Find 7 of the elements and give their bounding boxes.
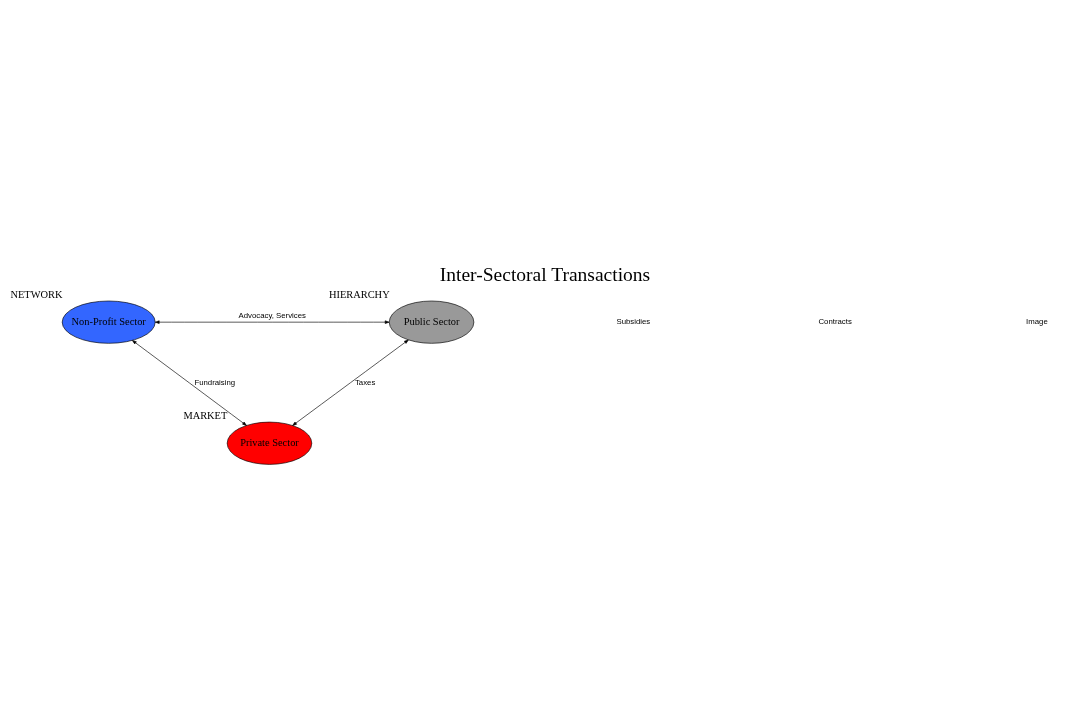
arrow — [154, 319, 390, 324]
arrow — [132, 339, 247, 426]
node-label: MARKET — [183, 409, 228, 421]
node-label: HIERARCHY — [328, 288, 390, 300]
node-label: NETWORK — [10, 288, 63, 300]
diagram-title: Inter-Sectoral Transactions — [439, 263, 651, 285]
arrow — [292, 339, 409, 426]
